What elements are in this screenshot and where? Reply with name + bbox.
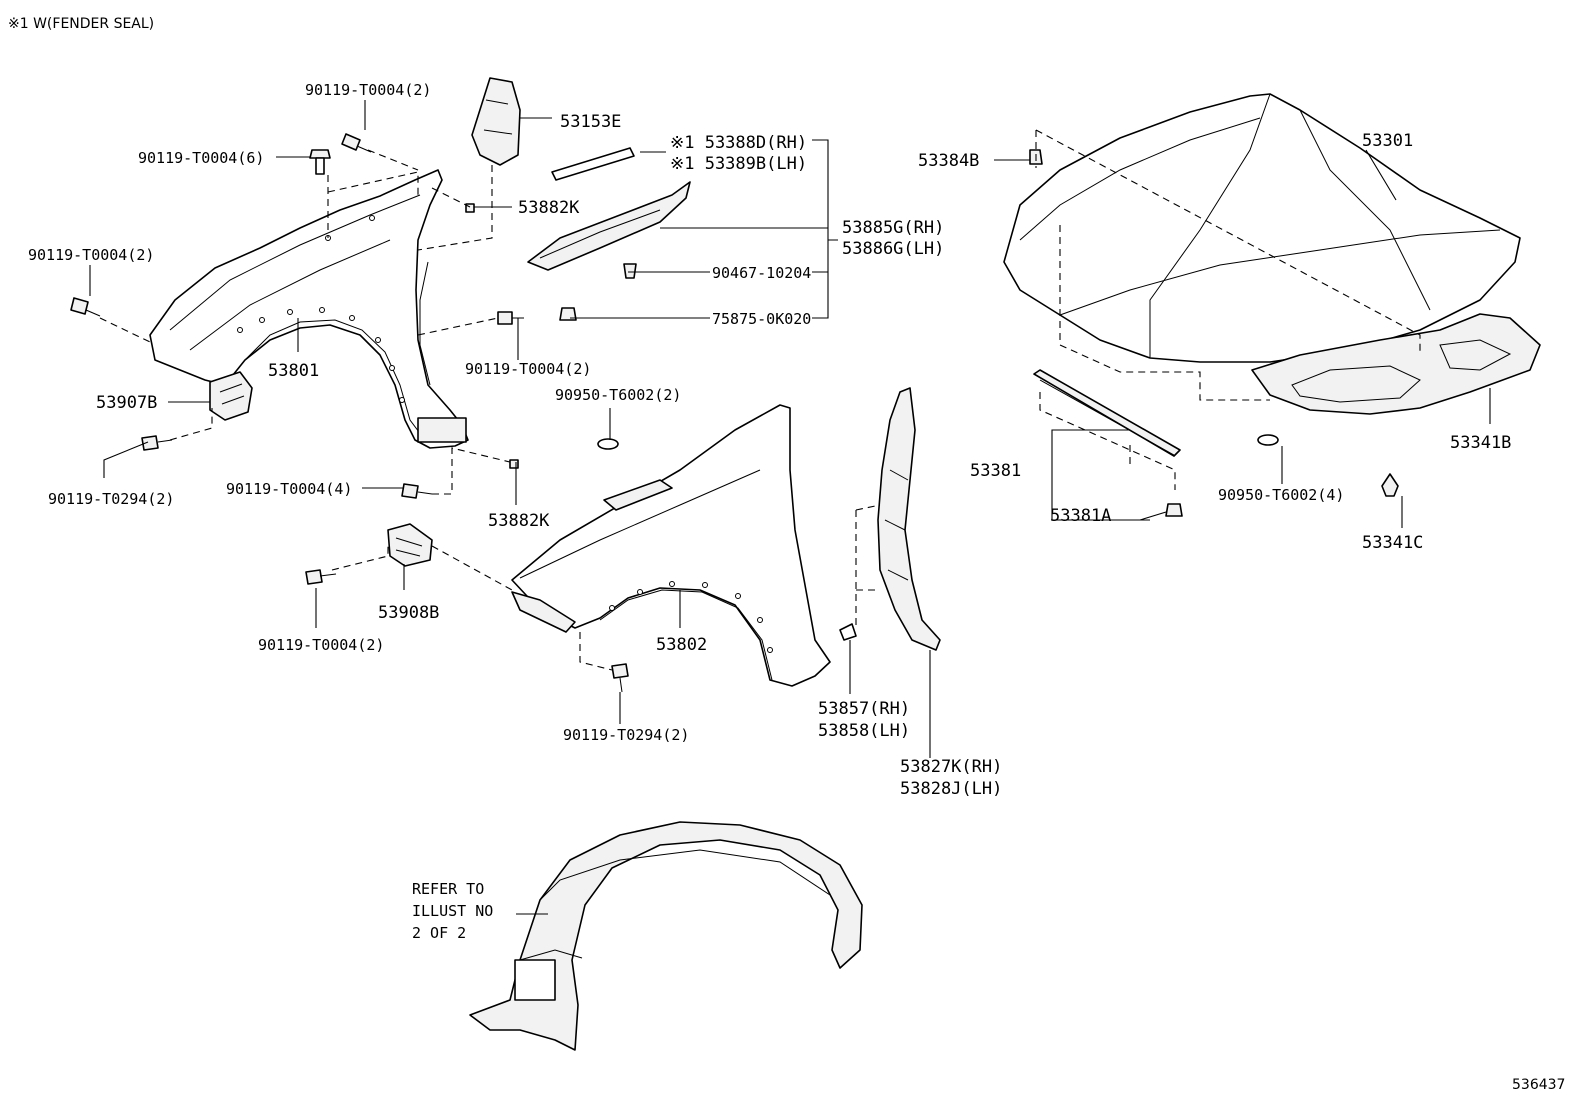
label-l25: 53827K(RH) (900, 757, 1002, 777)
label-l10: 90467-10204 (712, 264, 811, 282)
label-l1: 90119-T0004(2) (305, 81, 431, 99)
label-l11: 75875-0K020 (712, 310, 811, 328)
label-l24: 53858(LH) (818, 721, 910, 741)
label-l3: 53153E (560, 112, 621, 132)
label-l20: 90119-T0004(2) (258, 636, 384, 654)
label-l13: 53801 (268, 361, 319, 381)
label-l14: 53907B (96, 393, 157, 413)
bolt-icon-group-left (70, 133, 524, 499)
label-l8: 53886G(LH) (842, 239, 944, 259)
label-l28: 53301 (1362, 131, 1413, 151)
label-l26: 53828J(LH) (900, 779, 1002, 799)
part-labels: 90119-T0004(2) 90119-T0004(6) 53153E ※1 … (28, 81, 1511, 799)
label-l5: ※1 53389B(LH) (670, 154, 807, 174)
label-l31: 90950-T6002(4) (1218, 486, 1344, 504)
label-l2: 90119-T0004(6) (138, 149, 264, 167)
fender-liner (469, 821, 863, 1051)
fender-left-53801 (149, 169, 469, 449)
label-l33: 53341C (1362, 533, 1423, 553)
dashed-lines (99, 129, 1421, 671)
seal-53153E (471, 77, 521, 166)
header-note: ※1 W(FENDER SEAL) (8, 16, 154, 32)
label-l23: 53857(RH) (818, 699, 910, 719)
label-l18: 53882K (488, 511, 550, 531)
label-l15: 90950-T6002(2) (555, 386, 681, 404)
bracket-53907B (209, 371, 253, 421)
label-l17: 90119-T0004(4) (226, 480, 352, 498)
label-l6: 53882K (518, 198, 580, 218)
refer-note-line-2: ILLUST NO (412, 902, 493, 920)
label-l7: 53885G(RH) (842, 218, 944, 238)
seal-53827K (839, 387, 941, 651)
label-l29: 53381 (970, 461, 1021, 481)
leader-lines (89, 100, 1491, 915)
label-l22: 90119-T0294(2) (563, 726, 689, 744)
refer-note: REFER TO ILLUST NO 2 OF 2 (412, 880, 493, 942)
illustration-id: 536437 (1512, 1077, 1565, 1093)
label-l19: 53908B (378, 603, 439, 623)
hood-53301 (1003, 93, 1521, 363)
label-l32: 53341B (1450, 433, 1511, 453)
refer-note-line-3: 2 OF 2 (412, 924, 466, 942)
label-l4: ※1 53388D(RH) (670, 133, 807, 153)
label-l12: 90119-T0004(2) (465, 360, 591, 378)
insulator-53341B (1251, 313, 1541, 497)
seal-53385G (527, 147, 691, 321)
label-l16: 90119-T0294(2) (48, 490, 174, 508)
refer-note-line-1: REFER TO (412, 880, 484, 898)
label-l27: 53384B (918, 151, 979, 171)
label-l21: 53802 (656, 635, 707, 655)
label-l30: 53381A (1050, 506, 1111, 526)
seal-53381 (1033, 369, 1183, 517)
label-l9: 90119-T0004(2) (28, 246, 154, 264)
fender-right-53802 (511, 404, 831, 693)
bracket-53908B (305, 523, 433, 585)
